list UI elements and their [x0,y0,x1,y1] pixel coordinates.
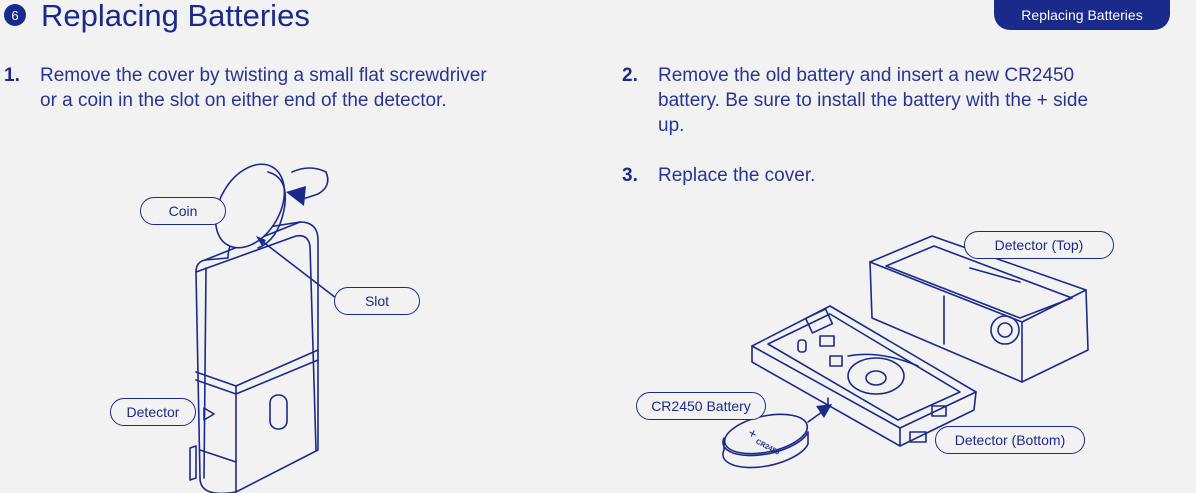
step-2-line-1: Remove the old battery and insert a new … [658,65,1075,86]
detector-illustration [189,221,319,493]
callout-detector: Detector [110,398,196,426]
page-title: Replacing Batteries [41,0,310,33]
section-tag: Replacing Batteries [994,0,1170,30]
insert-arrow-icon [807,404,832,423]
coin-icon [214,163,287,249]
step-2: 2. Remove the old battery and insert a n… [622,63,1182,141]
step-3-number: 3. [622,165,638,186]
step-3: 3. Replace the cover. [622,163,1182,189]
callout-cr2450-battery: CR2450 Battery [636,392,766,420]
slot-leader-arrowhead [256,236,266,246]
step-1-line-1: Remove the cover by twisting a small fla… [40,65,487,86]
callout-detector-top: Detector (Top) [964,231,1114,259]
step-1-line-2: or a coin in the slot on either end of t… [40,90,447,111]
detector-top-illustration [869,235,1089,383]
callout-slot: Slot [334,287,420,315]
cr2450-battery-illustration: + CR2450 [722,413,809,469]
step-3-line-1: Replace the cover. [658,165,816,186]
callout-coin: Coin [140,197,226,225]
step-2-line-2: battery. Be sure to install the battery … [658,90,1089,111]
step-number-badge: 6 [4,4,26,26]
callout-detector-bottom: Detector (Bottom) [935,426,1085,454]
step-3-text: Replace the cover. [658,163,815,188]
step-1-text: Remove the cover by twisting a small fla… [40,63,487,113]
step-2-text: Remove the old battery and insert a new … [658,63,1088,138]
step-2-line-3: up. [658,115,685,136]
rotate-arrow-icon [286,167,329,206]
step-2-number: 2. [622,65,638,86]
slot-leader-line [257,237,337,299]
step-1-number: 1. [4,65,20,86]
step-1: 1. Remove the cover by twisting a small … [4,63,564,115]
detector-bottom-illustration [751,305,977,447]
